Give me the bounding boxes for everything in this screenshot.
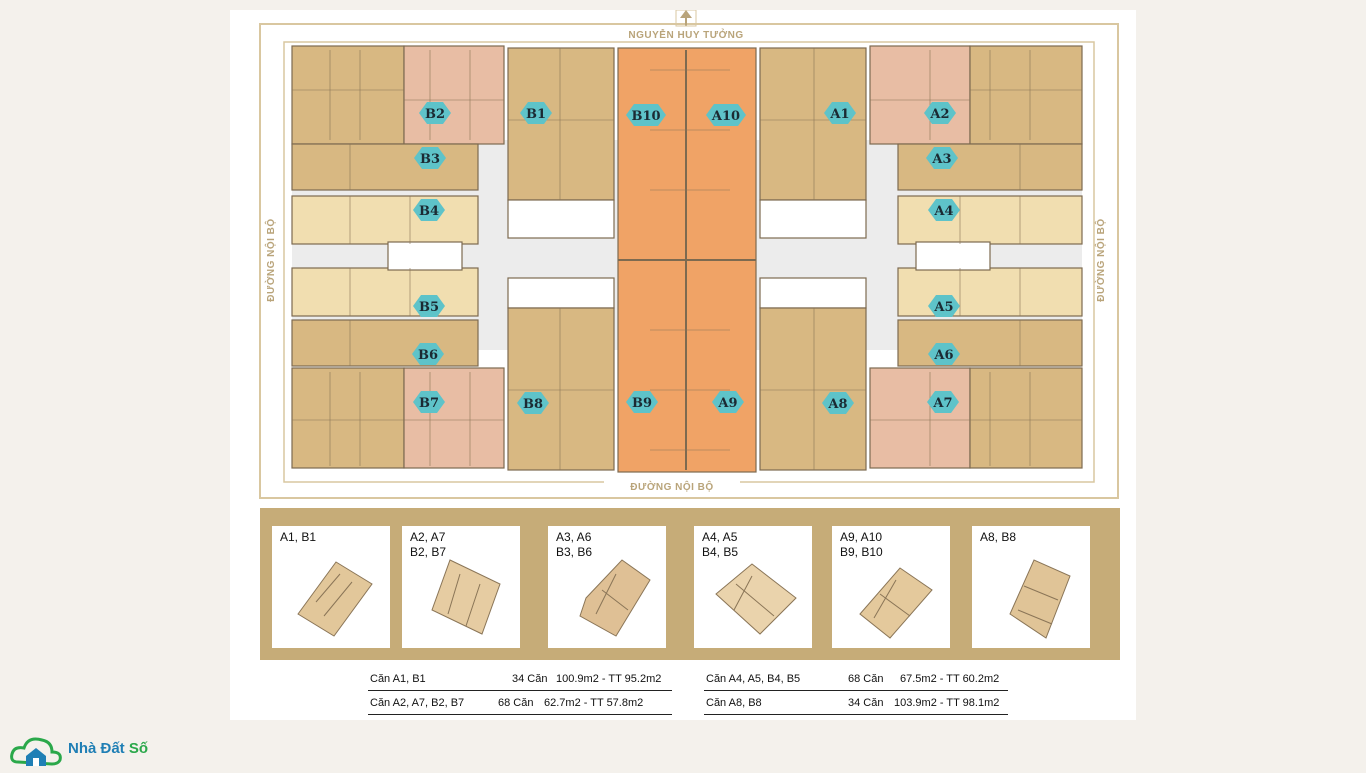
unit-type-card[interactable]: A3, A6 B3, B6	[548, 526, 666, 648]
unit-type-card[interactable]: A1, B1	[272, 526, 390, 648]
unit-type-label: A3, A6 B3, B6	[556, 530, 593, 559]
stats-area: 62.7m2 - TT 57.8m2	[544, 697, 644, 709]
unit-type-label: A8, B8	[980, 530, 1017, 544]
unit-tag-b6[interactable]: B6	[412, 343, 444, 365]
unit-stats-table: Căn A1, B1 34 Căn 100.9m2 - TT 95.2m2 Că…	[368, 668, 1008, 718]
svg-text:A3: A3	[931, 152, 951, 167]
svg-text:B9: B9	[632, 396, 652, 411]
north-arrow-icon	[675, 10, 697, 27]
unit-type-card[interactable]: A2, A7 B2, B7	[402, 526, 520, 648]
apartment-3d-thumbnail	[859, 567, 933, 639]
unit-type-card[interactable]: A8, B8	[972, 526, 1090, 648]
unit-tag-b4[interactable]: B4	[413, 199, 445, 221]
unit-tag-a5[interactable]: A5	[928, 295, 960, 317]
svg-text:B7: B7	[419, 396, 439, 411]
stats-unit-name: Căn A4, A5, B4, B5	[706, 673, 801, 685]
unit-type-label: A2, A7 B2, B7	[410, 530, 447, 559]
divider	[368, 714, 672, 715]
svg-text:B8: B8	[523, 397, 543, 412]
divider	[704, 714, 1008, 715]
unit-tag-b8[interactable]: B8	[517, 392, 549, 414]
unit-tag-a2[interactable]: A2	[924, 102, 956, 124]
svg-text:A7: A7	[932, 396, 952, 411]
left-wing	[291, 45, 505, 469]
room-lines	[292, 48, 1082, 470]
unit-type-panel: A1, B1 A2, A7 B2, B7 A3, A6 B3, B6 A4, A…	[260, 508, 1120, 660]
floor-plan: NGUYỄN HUY TƯỞNG ĐƯỜNG NỘI BỘ ĐƯỜNG NỘI …	[259, 10, 1119, 499]
stats-unit-name: Căn A1, B1	[370, 673, 426, 685]
unit-type-card[interactable]: A4, A5 B4, B5	[694, 526, 812, 648]
unit-type-label: A4, A5 B4, B5	[702, 530, 739, 559]
svg-text:B4: B4	[419, 204, 439, 219]
road-label-left: ĐƯỜNG NỘI BỘ	[264, 218, 277, 301]
unit-tag-a10[interactable]: A10	[706, 104, 746, 126]
road-label-bottom: ĐƯỜNG NỘI BỘ	[630, 480, 713, 493]
unit-tag-a8[interactable]: A8	[822, 392, 854, 414]
svg-text:A10: A10	[711, 109, 740, 124]
apartment-3d-thumbnail	[579, 559, 651, 637]
stats-count: 68 Căn	[848, 673, 884, 685]
svg-text:B3: B3	[420, 152, 440, 167]
site-logo[interactable]: Nhà Đất Số	[8, 732, 168, 768]
svg-text:A9: A9	[717, 396, 737, 411]
center-right	[759, 47, 867, 471]
outer-frame	[259, 23, 1119, 499]
center-left	[507, 47, 615, 471]
svg-text:A6: A6	[933, 348, 953, 363]
apartment-3d-thumbnail	[1009, 559, 1071, 639]
unit-type-label: A9, A10 B9, B10	[840, 530, 883, 559]
unit-tag-a6[interactable]: A6	[928, 343, 960, 365]
svg-text:A8: A8	[827, 397, 847, 412]
unit-tag-b3[interactable]: B3	[414, 147, 446, 169]
floor-plan-sheet: NGUYỄN HUY TƯỞNG ĐƯỜNG NỘI BỘ ĐƯỜNG NỘI …	[230, 10, 1136, 720]
unit-tag-a3[interactable]: A3	[926, 147, 958, 169]
stats-row: Căn A2, A7, B2, B7 68 Căn 62.7m2 - TT 57…	[368, 692, 668, 714]
svg-text:A1: A1	[829, 107, 849, 122]
stats-row: Căn A1, B1 34 Căn 100.9m2 - TT 95.2m2	[368, 668, 668, 690]
stats-row: Căn A4, A5, B4, B5 68 Căn 67.5m2 - TT 60…	[704, 668, 1004, 690]
unit-type-card[interactable]: A9, A10 B9, B10	[832, 526, 950, 648]
stats-unit-name: Căn A8, B8	[706, 697, 762, 709]
divider	[368, 690, 672, 691]
unit-type-label: A1, B1	[280, 530, 317, 544]
svg-text:A4: A4	[933, 204, 953, 219]
stats-count: 68 Căn	[498, 697, 534, 709]
divider	[704, 690, 1008, 691]
unit-tag-a7[interactable]: A7	[927, 391, 959, 413]
unit-tag-a9[interactable]: A9	[712, 391, 744, 413]
unit-tag-a1[interactable]: A1	[824, 102, 856, 124]
unit-tag-b2[interactable]: B2	[419, 102, 451, 124]
stats-row: Căn A8, B8 34 Căn 103.9m2 - TT 98.1m2	[704, 692, 1004, 714]
unit-tag-b5[interactable]: B5	[413, 295, 445, 317]
cloud-house-icon	[10, 737, 62, 766]
apartment-3d-thumbnail	[297, 561, 373, 637]
unit-tag-b10[interactable]: B10	[626, 104, 666, 126]
svg-text:B2: B2	[425, 107, 445, 122]
svg-text:B1: B1	[526, 107, 546, 122]
stats-unit-name: Căn A2, A7, B2, B7	[370, 697, 465, 709]
stats-count: 34 Căn	[512, 673, 548, 685]
unit-tag-b7[interactable]: B7	[413, 391, 445, 413]
unit-tag-b9[interactable]: B9	[626, 391, 658, 413]
road-label-top: NGUYỄN HUY TƯỞNG	[628, 28, 743, 41]
apartment-3d-thumbnail	[431, 559, 501, 635]
unit-tag-b1[interactable]: B1	[520, 102, 552, 124]
stats-area: 103.9m2 - TT 98.1m2	[894, 697, 1000, 709]
logo-text: Nhà Đất Số	[68, 740, 149, 757]
svg-text:B5: B5	[419, 300, 439, 315]
road-label-right: ĐƯỜNG NỘI BỘ	[1094, 218, 1107, 301]
stats-area: 67.5m2 - TT 60.2m2	[900, 673, 1000, 685]
svg-text:B10: B10	[631, 109, 660, 124]
unit-tag-a4[interactable]: A4	[928, 199, 960, 221]
stats-count: 34 Căn	[848, 697, 884, 709]
svg-text:A2: A2	[929, 107, 949, 122]
right-wing	[869, 45, 1083, 469]
svg-text:B6: B6	[418, 348, 438, 363]
apartment-3d-thumbnail	[715, 563, 797, 635]
svg-text:A5: A5	[933, 300, 953, 315]
stats-area: 100.9m2 - TT 95.2m2	[556, 673, 662, 685]
